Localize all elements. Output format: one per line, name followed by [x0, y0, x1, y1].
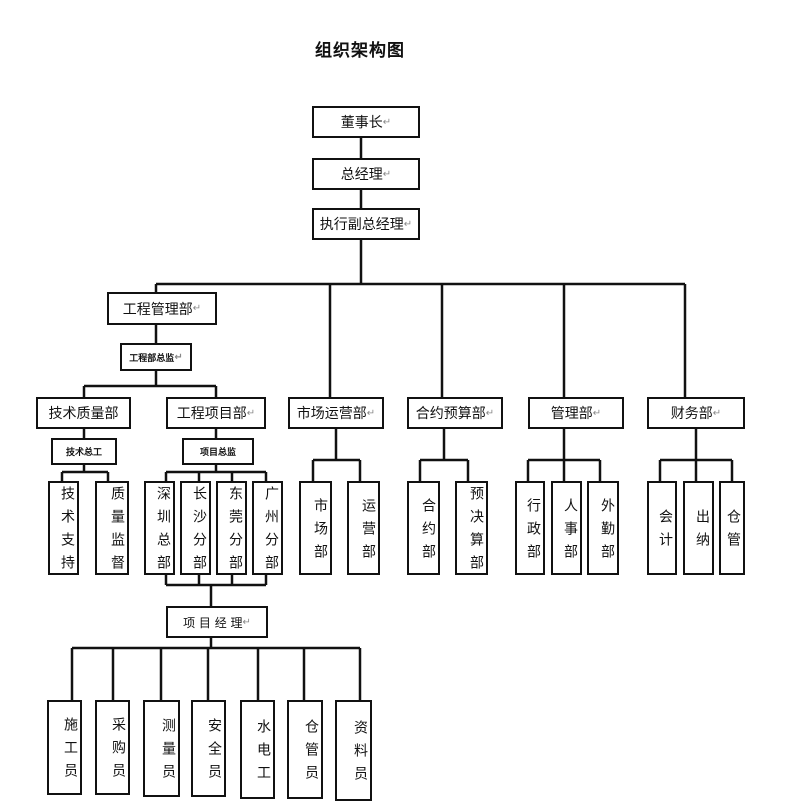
node-safety-officer: 安全员: [191, 700, 226, 797]
node-label: 外勤部: [599, 497, 615, 567]
node-label: 广州分部: [263, 486, 279, 578]
node-label: 资料员: [352, 720, 368, 789]
node-marketing-ops-dept: 市场运营部↵: [288, 397, 384, 429]
node-chief-engineer: 技术总工: [51, 438, 117, 465]
node-finance-dept: 财务部↵: [647, 397, 745, 429]
node-engineering-project-dept: 工程项目部↵: [166, 397, 266, 429]
node-document-clerk: 资料员: [335, 700, 372, 801]
node-exec-deputy-gm: 执行副总经理↵: [312, 208, 420, 240]
node-budget-dept: 预决算部: [455, 481, 488, 578]
return-mark-icon: ↵: [174, 351, 183, 363]
node-label: 人事部: [562, 497, 578, 567]
node-label: 仓管: [725, 509, 741, 555]
node-changsha-branch: 长沙分部: [180, 481, 211, 578]
node-label: 预决算部: [468, 486, 484, 578]
node-guangzhou-branch: 广州分部: [252, 481, 283, 578]
node-label: 质量监督: [109, 486, 125, 578]
node-market-dept: 市场部: [299, 481, 332, 575]
node-label: 管理部: [550, 406, 593, 422]
node-label: 工程管理部: [122, 301, 193, 318]
node-label: 安全员: [206, 718, 222, 787]
node-label: 仓管员: [303, 719, 319, 788]
node-label: 东莞分部: [227, 486, 243, 578]
return-mark-icon: ↵: [192, 303, 202, 314]
node-cashier: 出纳: [683, 481, 714, 575]
node-label: 测量员: [160, 718, 176, 787]
node-label: 市场运营部: [296, 406, 367, 422]
node-tech-support: 技术支持: [48, 481, 79, 578]
node-label: 技术质量部: [48, 406, 119, 422]
node-field-dept: 外勤部: [587, 481, 619, 575]
node-label: 财务部: [670, 406, 713, 422]
node-label: 合约预算部: [415, 406, 486, 422]
node-warehouse: 仓管: [719, 481, 745, 575]
node-construction-staff: 施工员: [47, 700, 82, 795]
node-label: 长沙分部: [191, 486, 207, 578]
return-mark-icon: ↵: [403, 218, 413, 230]
node-tech-quality-dept: 技术质量部: [36, 397, 131, 429]
chart-title: 组织架构图: [315, 41, 405, 61]
node-label: 项目总监: [199, 448, 236, 458]
node-quality-supervision: 质量监督: [95, 481, 129, 578]
node-engineering-mgmt-dept: 工程管理部↵: [107, 292, 217, 325]
node-label: 行政部: [525, 497, 541, 567]
node-management-dept: 管理部↵: [528, 397, 624, 429]
node-dongguan-branch: 东莞分部: [216, 481, 247, 578]
node-label: 运营部: [360, 497, 376, 567]
node-surveyor: 测量员: [143, 700, 180, 797]
node-label: 技术支持: [59, 486, 75, 578]
node-label: 采购员: [110, 717, 126, 786]
return-mark-icon: ↵: [712, 407, 722, 419]
node-accounting: 会计: [647, 481, 677, 575]
node-label: 深圳总部: [155, 486, 171, 578]
return-mark-icon: ↵: [246, 407, 256, 419]
node-label: 工程部总监: [129, 353, 175, 364]
return-mark-icon: ↵: [366, 407, 376, 419]
node-shenzhen-hq: 深圳总部: [144, 481, 175, 578]
return-mark-icon: ↵: [485, 407, 495, 419]
node-contract-dept: 合约部: [407, 481, 440, 575]
node-purchaser: 采购员: [95, 700, 130, 795]
node-label: 合约部: [420, 497, 436, 567]
node-label: 技术总工: [65, 448, 102, 458]
node-label: 执行副总经理: [319, 217, 404, 233]
node-label: 会计: [657, 509, 673, 555]
return-mark-icon: ↵: [592, 407, 602, 419]
node-label: 总经理: [340, 167, 383, 183]
node-label: 水电工: [255, 719, 271, 788]
node-contract-budget-dept: 合约预算部↵: [407, 397, 503, 429]
return-mark-icon: ↵: [242, 616, 251, 628]
node-warehouse-keeper: 仓管员: [287, 700, 323, 799]
return-mark-icon: ↵: [382, 116, 392, 128]
node-hr-dept: 人事部: [551, 481, 582, 575]
node-general-manager: 总经理↵: [312, 158, 420, 190]
node-project-manager: 项 目 经 理↵: [166, 606, 268, 638]
node-chairman: 董事长↵: [312, 106, 420, 138]
node-admin-dept: 行政部: [515, 481, 545, 575]
node-label: 董事长: [340, 115, 383, 131]
node-label: 出纳: [694, 509, 710, 555]
node-label: 施工员: [62, 717, 78, 786]
return-mark-icon: ↵: [382, 168, 392, 180]
node-plumber-electrician: 水电工: [240, 700, 275, 799]
node-label: 工程项目部: [176, 406, 247, 422]
node-label: 项 目 经 理: [183, 615, 243, 630]
node-label: 市场部: [312, 497, 328, 567]
node-project-director: 项目总监: [182, 438, 254, 465]
node-engineering-director: 工程部总监↵: [120, 343, 192, 371]
node-operations-dept: 运营部: [347, 481, 380, 575]
